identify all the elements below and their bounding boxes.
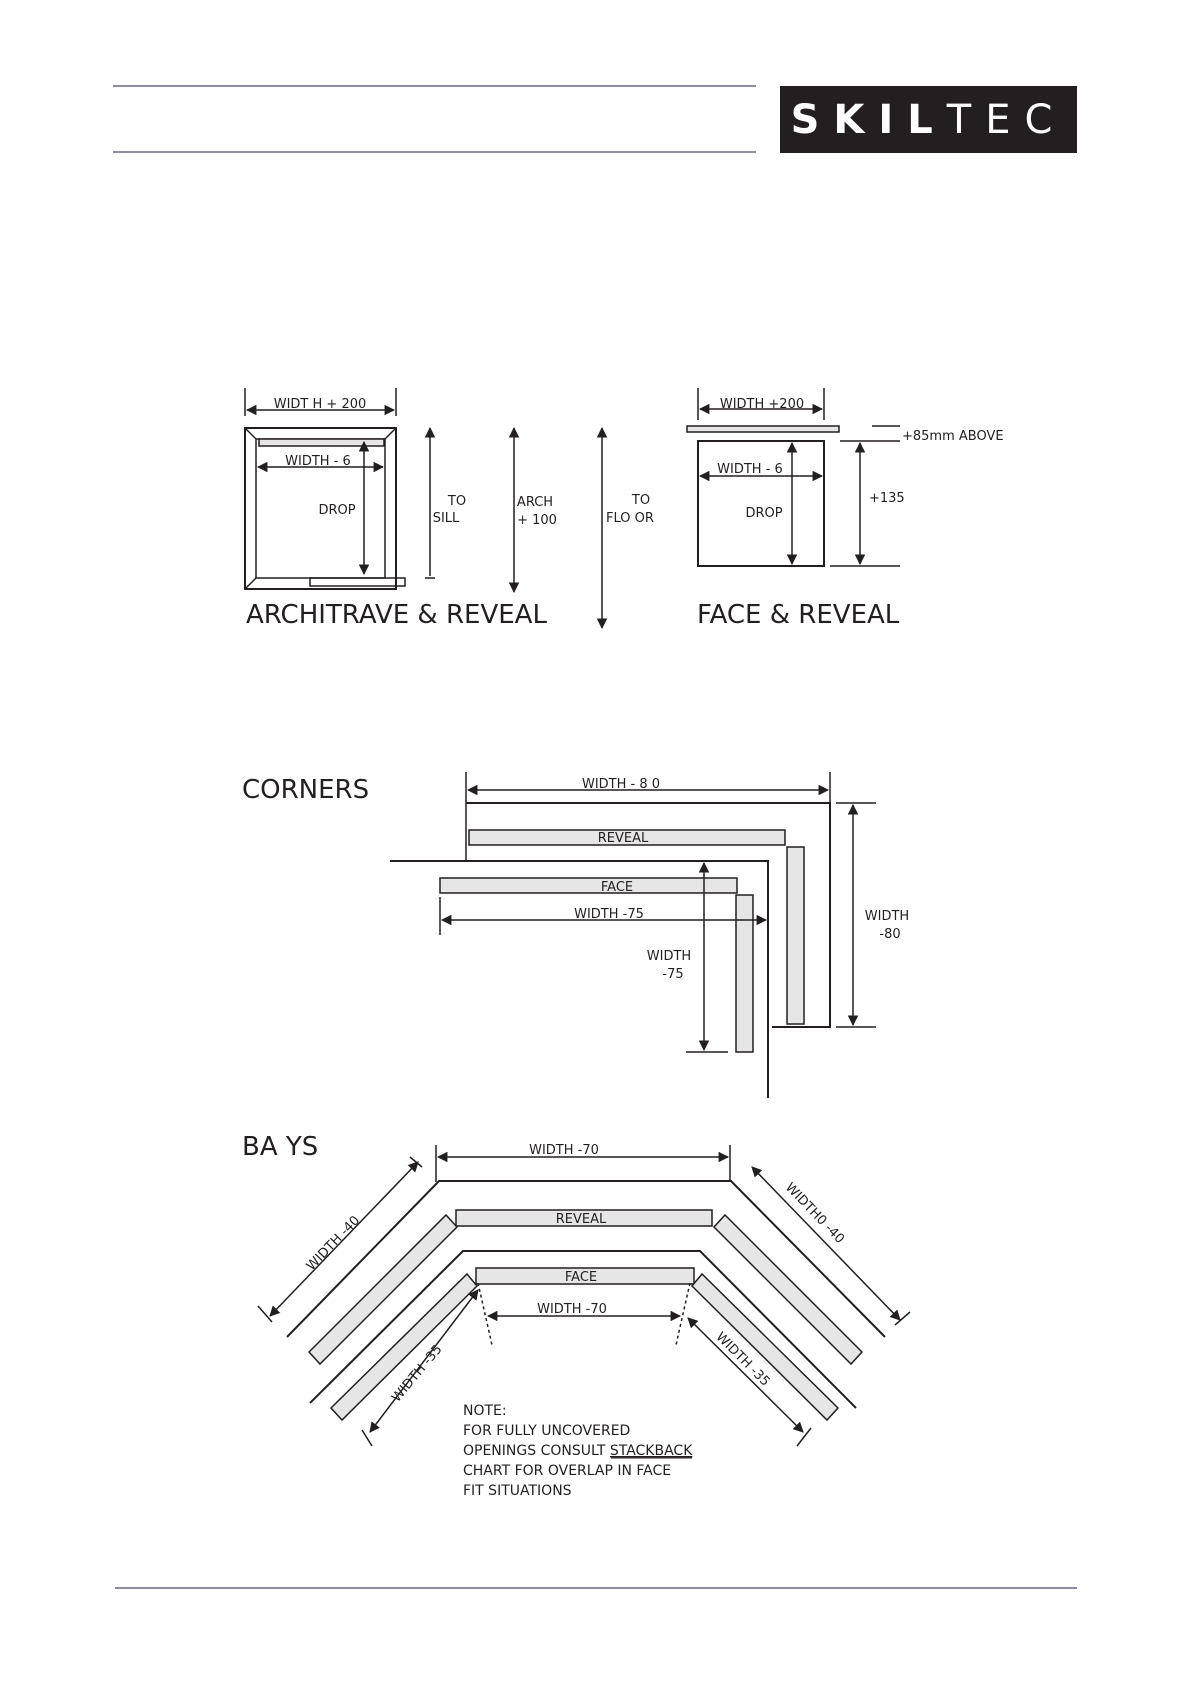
- bay-right-40-arrow: [751, 1166, 901, 1321]
- logo-text-bold: SKIL: [790, 96, 947, 143]
- architrave-headrail: [258, 438, 385, 447]
- to-sill-label-2: SILL: [433, 511, 460, 526]
- header-rule-bottom: [113, 151, 756, 153]
- face-headrail: [686, 425, 840, 433]
- bay-face-rail: [475, 1267, 695, 1285]
- face-labels: WIDTH +200 WIDTH - 6 DROP +85mm ABOVE +1…: [697, 397, 1004, 630]
- architrave-title: ARCHITRAVE & REVEAL: [246, 600, 547, 630]
- note-line-3-a: OPENINGS CONSULT: [463, 1443, 610, 1459]
- corner-reveal-rail-h: [468, 829, 786, 846]
- mitre-tr: [384, 427, 397, 440]
- bay-left-40-arrow: [269, 1161, 419, 1317]
- corners-title: CORNERS: [242, 775, 369, 805]
- logo-text-light: TEC: [946, 96, 1067, 143]
- bay-right-35-arrow: [687, 1317, 804, 1433]
- corners-diagram: [390, 772, 876, 1098]
- corner-reveal-rail-v: [786, 846, 805, 1025]
- note-heading: NOTE:: [463, 1403, 507, 1419]
- bay-left-35-tick: [361, 1429, 373, 1447]
- corner-face-rail-h: [439, 877, 738, 894]
- arch-label-1: ARCH: [517, 495, 553, 510]
- bay-right-40-tick: [894, 1311, 911, 1326]
- bays-diagram: [257, 1145, 911, 1447]
- bay-left-40-tick-a: [409, 1156, 423, 1168]
- bay-left-40-tick-b: [257, 1305, 273, 1323]
- corners-width-vert-label-1: WIDTH: [647, 949, 691, 964]
- corner-outer-wall: [466, 802, 831, 1028]
- architrave-sill: [309, 577, 406, 587]
- architrave-diagram: [244, 388, 608, 630]
- to-floor-label-2: FLO OR: [606, 511, 654, 526]
- corners-reveal-label: REVEAL: [598, 831, 649, 846]
- bays-right-outer-label: WIDTH0 -40: [782, 1180, 847, 1247]
- above-label: +85mm ABOVE: [902, 429, 1004, 444]
- note: NOTE: FOR FULLY UNCOVERED OPENINGS CONSU…: [463, 1403, 693, 1499]
- note-line-4: CHART FOR OVERLAP IN FACE: [463, 1463, 671, 1479]
- bays-width-top-label: WIDTH -70: [529, 1143, 599, 1158]
- corners-width-right-label-2: -80: [879, 927, 900, 942]
- architrave-frame-outer: [244, 427, 397, 590]
- corners-width-right-label-1: WIDTH: [865, 909, 909, 924]
- arch-label-2: + 100: [517, 513, 557, 528]
- bay-right-35-tick: [796, 1427, 812, 1447]
- corner-face-rail-v: [735, 894, 754, 1053]
- to-sill-label-1: TO: [447, 494, 466, 509]
- face-title: FACE & REVEAL: [697, 600, 900, 630]
- bays-width-mid-label: WIDTH -70: [537, 1302, 607, 1317]
- to-floor-label-1: TO: [631, 493, 650, 508]
- architrave-labels: WIDT H + 200 WIDTH - 6 DROP TO SILL ARCH…: [246, 397, 654, 630]
- bay-face-right: [690, 1272, 840, 1422]
- face-diagram: [686, 388, 900, 567]
- note-line-3: OPENINGS CONSULT STACKBACK: [463, 1443, 693, 1459]
- face-width-inner-label: WIDTH - 6: [717, 462, 783, 477]
- corners-width-vert-label-2: -75: [662, 967, 683, 982]
- arch-drop-label: DROP: [318, 503, 355, 518]
- bay-left-35-arrow: [369, 1289, 479, 1433]
- face-drop-label: DROP: [745, 506, 782, 521]
- mitre-tl: [244, 427, 257, 440]
- face-window: [697, 440, 825, 567]
- arch-width-outer-label: WIDT H + 200: [274, 397, 367, 412]
- mitre-bl: [244, 577, 257, 590]
- corners-face-label: FACE: [601, 880, 633, 895]
- note-stackback-link: STACKBACK: [610, 1443, 693, 1459]
- corners-width-face-label: WIDTH -75: [574, 907, 644, 922]
- bays-face-label: FACE: [565, 1270, 597, 1285]
- footer-rule: [115, 1587, 1077, 1589]
- corners-width-top-label: WIDTH - 8 0: [582, 777, 660, 792]
- bay-mid-ext-left: [477, 1282, 493, 1346]
- face-width-outer-label: WIDTH +200: [720, 397, 804, 412]
- bays-reveal-label: REVEAL: [556, 1212, 607, 1227]
- corners-labels: CORNERS WIDTH - 8 0 REVEAL FACE WIDTH -7…: [242, 775, 909, 982]
- bays-title: BA YS: [242, 1132, 318, 1162]
- bays-left-outer-label: WIDTH -40: [304, 1213, 363, 1274]
- header-rule-top: [113, 85, 756, 87]
- note-line-2: FOR FULLY UNCOVERED: [463, 1423, 630, 1439]
- plus135-label: +135: [869, 491, 905, 506]
- bay-mid-ext-right: [675, 1282, 691, 1346]
- arch-width-inner-label: WIDTH - 6: [285, 454, 351, 469]
- corner-inner-wall: [390, 860, 769, 1098]
- note-line-5: FIT SITUATIONS: [463, 1483, 572, 1499]
- bay-reveal-rail: [455, 1209, 713, 1227]
